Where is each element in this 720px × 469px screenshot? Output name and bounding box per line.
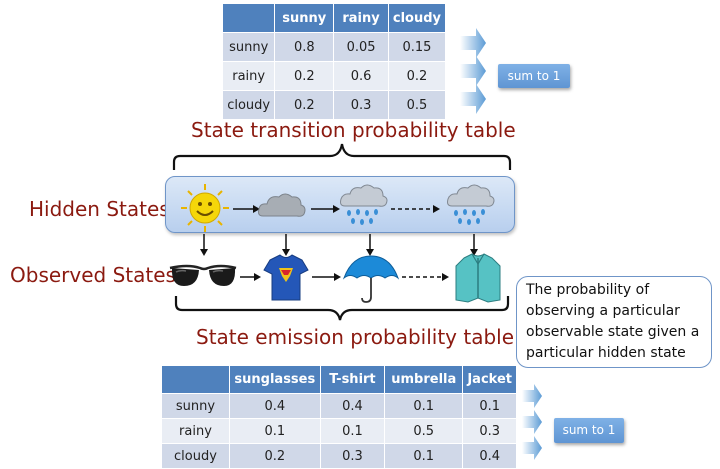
table-cell: 0.4 [319,393,386,419]
table-header-cell: sunny [274,3,335,33]
table-row: sunny 0.8 0.05 0.15 [221,32,447,62]
observed-states-label: Observed States [10,263,176,287]
table-row: cloudy 0.2 0.3 0.5 [221,90,447,120]
row-arrow-icon [522,384,542,408]
table-cell: 0.1 [319,418,386,444]
transition-row-arrows [460,28,486,114]
down-arrow-icon [366,249,374,256]
down-arrow-icon [470,249,478,256]
table-header-cell: T-shirt [319,365,386,394]
table-header-cell [161,365,230,394]
table-row: rainy 0.2 0.6 0.2 [221,61,447,91]
table-row: rainy 0.1 0.1 0.5 0.3 [161,418,517,444]
cloud-icon [258,193,306,217]
table-cell: sunny [161,393,230,419]
table-cell: 0.5 [387,90,447,120]
row-arrow-icon [522,410,542,434]
table-cell: 0.05 [333,32,389,62]
top-brace-icon [172,143,512,170]
rain-cloud-icon [447,184,495,225]
hidden-states-chain [181,184,495,232]
row-arrow-icon [522,436,542,460]
table-cell: 0.4 [462,443,517,469]
table-cell: 0.2 [228,443,321,469]
tshirt-icon [263,254,309,301]
table-header-row: sunny rainy cloudy [221,3,447,33]
transition-table-title: State transition probability table [191,118,516,142]
table-cell: 0.15 [387,32,447,62]
table-cell: 0.1 [384,443,464,469]
umbrella-icon [342,255,400,303]
emission-sum-label: sum to 1 [554,418,624,443]
observed-states-chain [169,253,501,303]
table-cell: 0.8 [274,32,335,62]
table-row: cloudy 0.2 0.3 0.1 0.4 [161,443,517,469]
row-arrow-icon [460,28,486,58]
table-row: sunny 0.4 0.4 0.1 0.1 [161,393,517,419]
row-arrow-icon [460,56,486,86]
table-cell: 0.6 [333,61,389,91]
emission-probability-table: sunglasses T-shirt umbrella Jacket sunny… [161,365,517,469]
emission-row-arrows [522,384,542,460]
table-header-cell: umbrella [384,365,464,394]
table-cell: 0.1 [384,393,464,419]
table-cell: 0.2 [274,90,335,120]
down-arrow-icon [282,249,290,256]
table-cell: 0.1 [228,418,321,444]
emission-arrows [200,234,478,256]
rain-cloud-icon [340,184,388,225]
hidden-states-label: Hidden States [29,197,170,221]
table-cell: 0.2 [387,61,447,91]
table-cell: cloudy [221,90,276,120]
transition-probability-table: sunny rainy cloudy sunny 0.8 0.05 0.15 r… [221,3,447,120]
table-header-cell: sunglasses [228,365,321,394]
table-cell: cloudy [161,443,230,469]
table-cell: sunny [221,32,276,62]
table-cell: rainy [161,418,230,444]
sun-icon [181,184,229,232]
table-cell: 0.2 [274,61,335,91]
table-cell: 0.4 [228,393,321,419]
table-cell: 0.1 [462,393,517,419]
table-header-row: sunglasses T-shirt umbrella Jacket [161,365,517,394]
table-header-cell: Jacket [462,365,517,394]
table-header-cell: rainy [333,3,389,33]
table-header-cell [221,3,276,33]
table-header-cell: cloudy [387,3,447,33]
table-cell: 0.3 [333,90,389,120]
emission-table-title: State emission probability table [196,325,515,349]
table-cell: 0.5 [384,418,464,444]
table-cell: rainy [221,61,276,91]
sunglasses-icon [169,264,237,286]
bottom-brace-icon [174,296,510,321]
table-cell: 0.3 [319,443,386,469]
emission-callout: The probability of observing a particula… [516,276,712,368]
table-cell: 0.3 [462,418,517,444]
down-arrow-icon [200,249,208,256]
transition-sum-label: sum to 1 [498,64,570,88]
jacket-icon [455,253,501,303]
row-arrow-icon [460,84,486,114]
